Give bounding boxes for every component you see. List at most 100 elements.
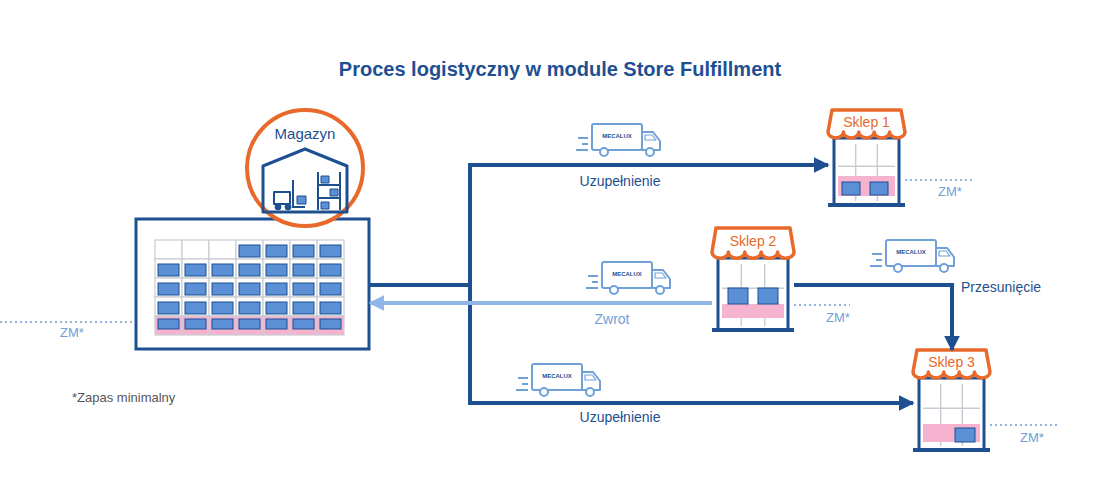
rack-cell — [263, 259, 290, 278]
rack-cell — [182, 240, 209, 259]
rack-cells — [155, 240, 344, 335]
stock-box — [293, 245, 314, 257]
stock-box — [212, 302, 233, 314]
flow-arrow — [794, 285, 952, 350]
truck-icon — [576, 124, 660, 156]
stock-box — [185, 264, 206, 276]
rack-outline — [136, 219, 369, 349]
min-stock-line — [794, 304, 850, 306]
flow-label: Przesunięcie — [958, 279, 1044, 296]
stock-box — [185, 283, 206, 295]
min-stock-mark: ZM* — [938, 184, 962, 200]
store-drawings — [712, 110, 990, 450]
truck-logo: MECALUX — [602, 133, 632, 140]
rack-cell — [236, 297, 263, 316]
stock-box — [239, 264, 260, 276]
warehouse-label: Magazyn — [275, 125, 336, 143]
stock-box — [266, 302, 287, 314]
store-node: Sklep 1 — [828, 110, 905, 205]
stock-box — [266, 245, 287, 257]
min-stock-mark: ZM* — [60, 325, 84, 341]
stock-box — [239, 302, 260, 314]
rack-cell — [236, 259, 263, 278]
rack-cell — [290, 316, 317, 335]
flow-label: Zwrot — [592, 311, 633, 328]
stock-box — [293, 319, 314, 329]
rack-cell — [263, 240, 290, 259]
rack-cell — [290, 297, 317, 316]
stock-box — [239, 319, 260, 329]
rack-cell — [209, 259, 236, 278]
stock-box — [320, 319, 341, 329]
stock-box — [293, 264, 314, 276]
rack-cell — [155, 297, 182, 316]
rack-cell — [209, 278, 236, 297]
store-name: Sklep 1 — [843, 114, 890, 131]
stock-box — [320, 302, 341, 314]
store-node: Sklep 2 — [712, 228, 794, 330]
rack-cell — [209, 240, 236, 259]
rack-cell — [209, 316, 236, 335]
footnote: *Zapas minimalny — [72, 390, 175, 406]
rack-cell — [182, 278, 209, 297]
min-stock-mark: ZM* — [826, 310, 850, 326]
stock-box — [185, 302, 206, 314]
min-stock-line — [990, 424, 1060, 426]
stock-box — [293, 302, 314, 314]
flow-arrow — [370, 165, 828, 285]
store-drawing — [913, 350, 990, 450]
flow-arrow — [370, 285, 913, 403]
stock-box — [158, 264, 179, 276]
diagram-title: Proces logistyczny w module Store Fulfil… — [0, 58, 1120, 81]
flow-arrow — [370, 301, 712, 305]
truck-icon — [586, 262, 670, 294]
rack-cell — [236, 240, 263, 259]
rack-cell — [182, 316, 209, 335]
store-node: Sklep 3 — [913, 350, 990, 450]
min-stock-mark: ZM* — [1020, 430, 1044, 446]
rack-cell — [290, 259, 317, 278]
truck-logo: MECALUX — [896, 249, 926, 256]
warehouse-icon — [263, 149, 347, 212]
stock-box — [266, 264, 287, 276]
rack-cell — [155, 278, 182, 297]
rack-cell — [236, 316, 263, 335]
rack-cell — [155, 240, 182, 259]
stock-box — [239, 283, 260, 295]
warehouse-circle — [247, 110, 363, 226]
rack-cell — [236, 278, 263, 297]
rack-cell — [317, 240, 344, 259]
rack-cell — [263, 316, 290, 335]
stock-box — [158, 283, 179, 295]
store-name: Sklep 2 — [730, 233, 777, 250]
stock-box — [212, 319, 233, 329]
rack-cell — [155, 259, 182, 278]
rack-cell — [290, 278, 317, 297]
stock-box — [212, 264, 233, 276]
stock-box — [320, 245, 341, 257]
stock-box — [185, 319, 206, 329]
flow-label: Uzupełnienie — [577, 173, 664, 190]
flow-label: Uzupełnienie — [577, 409, 664, 426]
rack-cell — [155, 316, 182, 335]
rack-cell — [317, 259, 344, 278]
stock-box — [158, 319, 179, 329]
stock-box — [212, 283, 233, 295]
rack-cell — [317, 316, 344, 335]
truck-logo: MECALUX — [612, 271, 642, 278]
truck-logo: MECALUX — [542, 373, 572, 380]
stock-box — [266, 283, 287, 295]
store-drawing — [712, 228, 794, 330]
stock-box — [320, 264, 341, 276]
rack-cell — [290, 240, 317, 259]
store-name: Sklep 3 — [928, 354, 975, 371]
stock-box — [320, 283, 341, 295]
stock-box — [239, 245, 260, 257]
warehouse-node: Magazyn — [135, 218, 370, 350]
stock-box — [158, 302, 179, 314]
stock-box — [293, 283, 314, 295]
rack-cell — [317, 278, 344, 297]
rack-cell — [317, 297, 344, 316]
rack-cell — [182, 297, 209, 316]
rack-cell — [263, 278, 290, 297]
